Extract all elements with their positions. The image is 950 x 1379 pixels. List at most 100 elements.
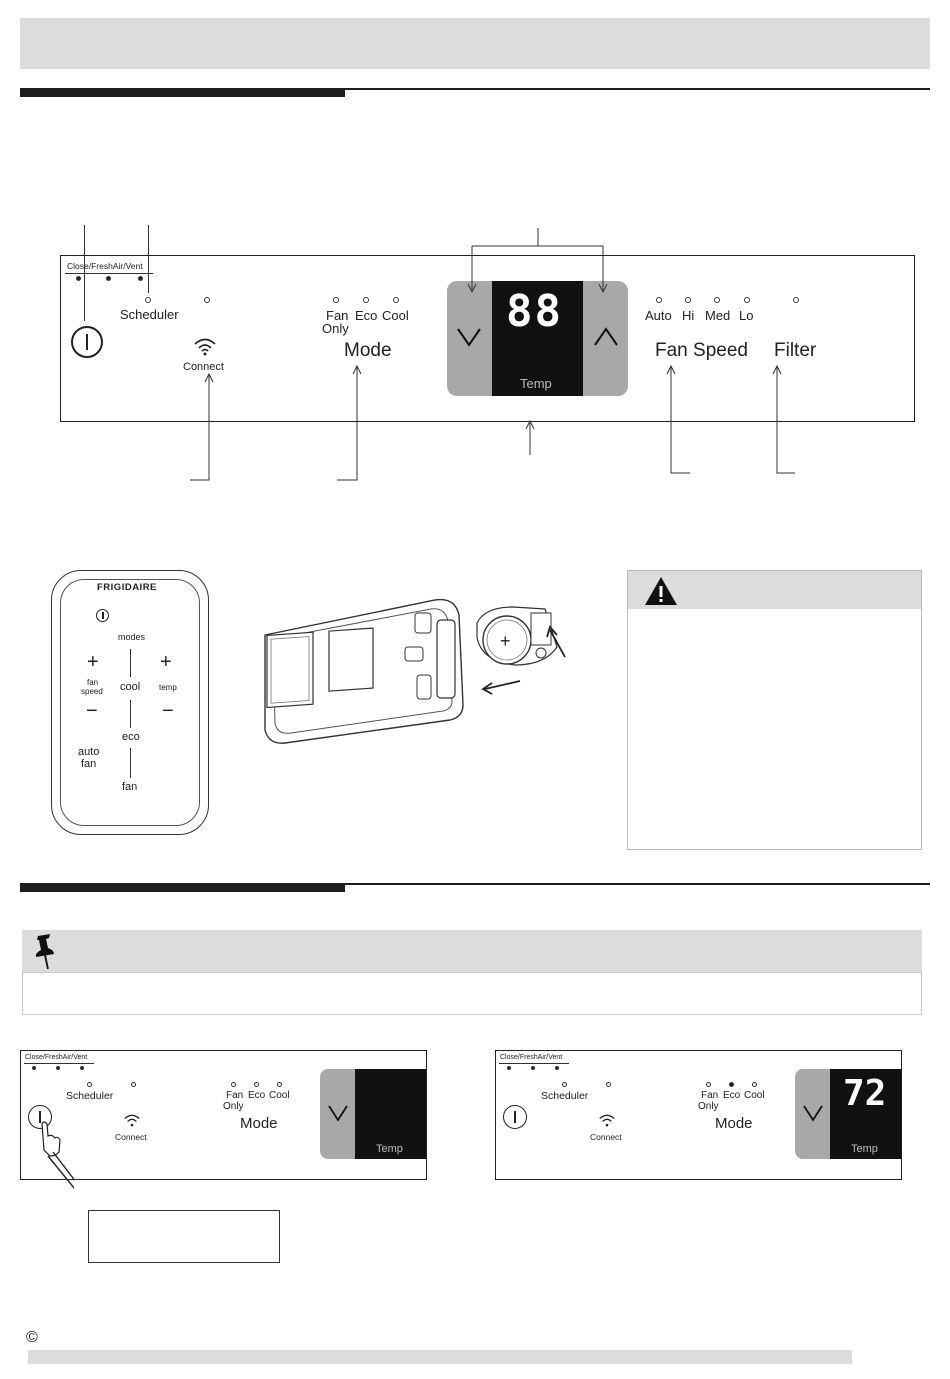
remote-cool-label: cool <box>120 681 141 693</box>
vent-label: Close/FreshAir/Vent <box>67 261 143 271</box>
step-left-vent-label: Close/FreshAir/Vent <box>25 1054 88 1061</box>
callout-power <box>84 225 85 321</box>
remote-center-line-1 <box>130 649 131 677</box>
section-rule-thick <box>20 88 345 97</box>
remote-temp-plus[interactable]: + <box>160 651 172 673</box>
warning-triangle-icon <box>645 577 677 605</box>
section-rule-thin <box>345 88 930 90</box>
remote-center-line-2 <box>130 700 131 728</box>
step-right-vent-underline <box>499 1063 569 1064</box>
step-left-fan-label: Fan <box>226 1090 244 1101</box>
step-right-vent-dot-3 <box>555 1066 559 1070</box>
step-right-scheduler-label: Scheduler <box>541 1090 589 1102</box>
step-right-scheduler-led <box>562 1082 567 1087</box>
filter-button[interactable]: Filter <box>774 340 817 361</box>
pushpin-icon <box>35 934 54 970</box>
scheduler-led <box>145 297 151 303</box>
step-right-eco-label: Eco <box>723 1090 741 1101</box>
fan-led-lo <box>744 297 750 303</box>
temp-down-icon[interactable] <box>455 326 483 348</box>
vent-close-dot <box>76 276 81 281</box>
step-right-display <box>830 1069 901 1159</box>
copyright-symbol: © <box>26 1329 38 1346</box>
vent-underline <box>65 273 153 274</box>
remote-center-line-3 <box>130 748 131 778</box>
fan-led-med <box>714 297 720 303</box>
step-right-cool-label: Cool <box>744 1090 765 1101</box>
step-right-connect-label: Connect <box>590 1132 622 1142</box>
remote-auto-fan-label[interactable]: fan <box>81 758 97 770</box>
step-left-display <box>355 1069 426 1159</box>
step-left-temp-label: Temp <box>376 1143 403 1155</box>
remote-fan-plus[interactable]: + <box>87 651 99 673</box>
section-rule-thick-2 <box>20 883 345 892</box>
remote-fan-speed-label-2: speed <box>81 687 103 696</box>
step-left-vent-dot-1 <box>32 1066 36 1070</box>
step-right-display-digits: 72 <box>843 1073 887 1114</box>
fan-speed-button[interactable]: Fan Speed <box>655 340 748 361</box>
header-bar <box>20 18 930 69</box>
mode-button[interactable]: Mode <box>344 340 392 361</box>
section-rule-thin-2 <box>345 883 930 885</box>
remote-inner <box>60 579 200 826</box>
mode-only-label: Only <box>322 321 349 336</box>
step-left-only-label: Only <box>223 1101 244 1112</box>
step-right-mode-led-3 <box>752 1082 757 1087</box>
step-right-mode-label: Mode <box>715 1115 753 1132</box>
mode-cool-label: Cool <box>382 308 409 323</box>
step-left-mode-led-3 <box>277 1082 282 1087</box>
remote-control <box>51 570 209 835</box>
step-right-power-button[interactable] <box>503 1105 527 1129</box>
remote-fan-minus[interactable]: − <box>86 700 98 722</box>
callout-box <box>88 1210 280 1263</box>
step-left-cool-label: Cool <box>269 1090 290 1101</box>
remote-power-button[interactable] <box>96 609 109 622</box>
fan-led-auto <box>656 297 662 303</box>
remote-brand: FRIGIDAIRE <box>97 582 157 593</box>
step-right-fan-label: Fan <box>701 1090 719 1101</box>
step-left-scheduler-led <box>87 1082 92 1087</box>
bottom-callouts <box>190 364 795 481</box>
step-right-vent-dot-1 <box>507 1066 511 1070</box>
mode-fan-label: Fan <box>326 308 349 323</box>
temp-up-icon[interactable] <box>592 326 620 348</box>
callout-scheduler <box>148 225 149 293</box>
warning-header <box>628 571 921 609</box>
step-right-mode-led-1 <box>706 1082 711 1087</box>
step-right-temp-label: Temp <box>851 1143 878 1155</box>
step-left-vent-underline <box>24 1063 94 1064</box>
remote-auto-label[interactable]: auto <box>78 746 100 758</box>
step-left-vent-dot-2 <box>56 1066 60 1070</box>
display-temp-label: Temp <box>520 376 552 391</box>
mode-eco-label: Eco <box>355 308 378 323</box>
svg-text:+: + <box>500 631 511 651</box>
step-left-power-button[interactable] <box>28 1105 52 1129</box>
scheduler-label[interactable]: Scheduler <box>120 307 179 322</box>
pointing-hand-icon <box>41 1121 74 1190</box>
step-left-mode-led-2 <box>254 1082 259 1087</box>
step-left-scheduler-label: Scheduler <box>66 1090 114 1102</box>
step-left-mode-label: Mode <box>240 1115 278 1132</box>
remote-temp-minus[interactable]: − <box>162 700 174 722</box>
fan-auto-label: Auto <box>645 308 672 323</box>
step-left-mode-led-1 <box>231 1082 236 1087</box>
callout-temp-arrows <box>467 228 608 294</box>
step-left-down-icon <box>328 1105 348 1122</box>
vent-vent-dot <box>138 276 143 281</box>
step-right-mode-led-2 <box>729 1082 734 1087</box>
step-left-wifi-icon <box>124 1114 140 1127</box>
display-screen <box>492 281 583 396</box>
wifi-icon <box>194 338 216 356</box>
note-header <box>22 930 922 972</box>
step-right-vent-dot-2 <box>531 1066 535 1070</box>
connect-label[interactable]: Connect <box>183 361 224 373</box>
mode-led-eco <box>363 297 369 303</box>
power-button[interactable] <box>71 326 103 358</box>
remote-eco-label: eco <box>122 731 140 743</box>
fan-led-hi <box>685 297 691 303</box>
remote-fan-label[interactable]: fan <box>122 781 138 793</box>
step-left-connect-label: Connect <box>115 1132 147 1142</box>
fan-hi-label: Hi <box>682 308 695 323</box>
note-body <box>22 972 922 1015</box>
remote-fan-speed-label-1: fan <box>87 678 99 687</box>
